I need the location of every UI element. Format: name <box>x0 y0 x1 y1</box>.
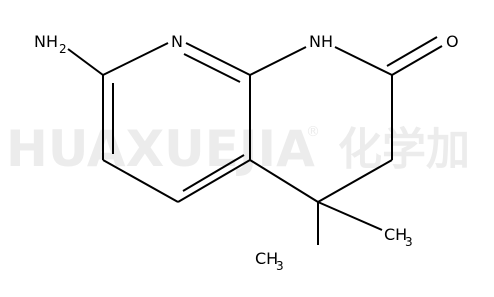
bonds <box>67 36 443 245</box>
bond-c3-c4 <box>317 159 393 203</box>
atom-oxygen: O <box>446 32 459 51</box>
watermark-cjk-text: 化学加 <box>338 124 470 175</box>
bond-n8-c8a <box>185 42 251 76</box>
bond-c5-c4a-inner <box>182 154 245 192</box>
atom-labels: NH 2 N NH O CH 3 CH 3 <box>34 32 459 273</box>
atom-methyl-bottom-main: CH <box>255 249 278 268</box>
atom-methyl-right-subscript: 3 <box>405 235 413 249</box>
bond-c7-n8 <box>102 42 169 76</box>
atom-n-ring: N <box>171 32 183 51</box>
bond-n8-c8a-inner <box>183 53 241 83</box>
atom-methyl-bottom-subscript: 3 <box>276 259 284 273</box>
atom-nh-ring: NH <box>309 32 333 51</box>
atom-nh2: NH 2 <box>34 32 67 56</box>
atom-methyl-right-main: CH <box>384 225 407 244</box>
watermark-registered-mark: ® <box>306 124 320 140</box>
atom-nh2-main: NH <box>34 32 58 51</box>
bond-c2-o-second <box>386 36 438 67</box>
bond-c6-c5 <box>102 159 179 203</box>
bond-c2-o <box>391 45 443 76</box>
watermark: HUAXUEJIA ® 化学加 <box>6 120 470 178</box>
bond-c8a-n1 <box>249 46 307 76</box>
bond-c4-methyl-right <box>317 201 383 231</box>
bond-nh2-c7 <box>67 48 104 76</box>
atom-nh2-subscript: 2 <box>59 42 67 56</box>
bond-c4-c4a <box>249 159 319 203</box>
atom-methyl-bottom: CH 3 <box>255 249 284 273</box>
watermark-latin-text: HUAXUEJIA <box>6 120 315 178</box>
bond-c5-c4a <box>177 159 251 203</box>
bond-n1-c2 <box>334 46 393 76</box>
atom-methyl-right: CH 3 <box>384 225 413 249</box>
